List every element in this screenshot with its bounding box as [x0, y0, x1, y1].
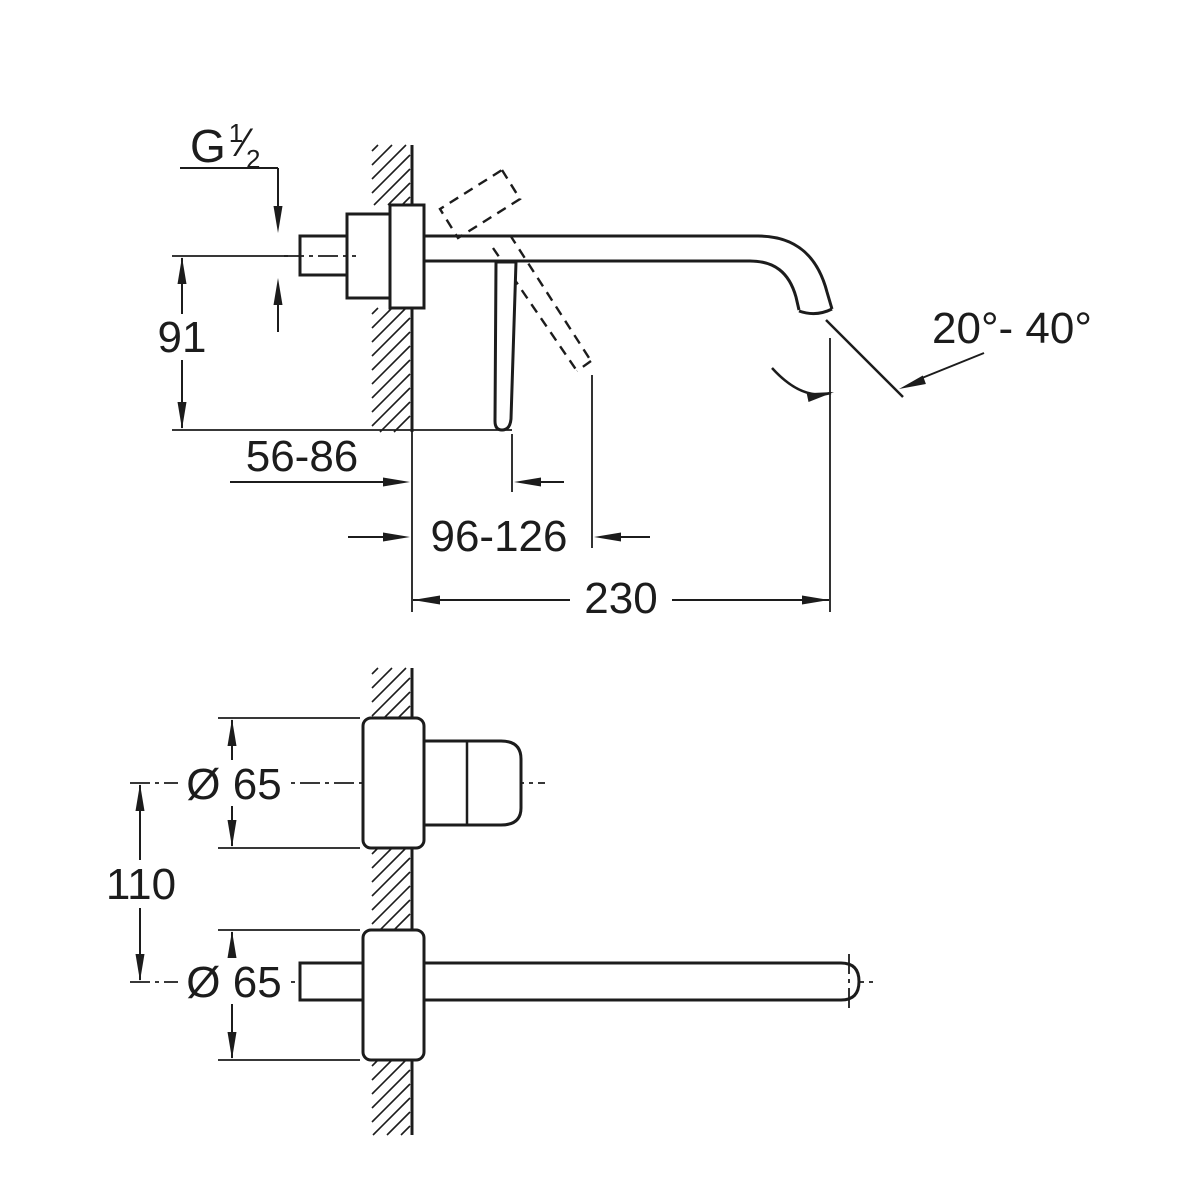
spout-escutcheon [361, 928, 426, 1062]
angle-leader-line [916, 352, 985, 381]
spout-length-label: 230 [584, 574, 657, 623]
stream-angle-indicator [771, 319, 904, 398]
center-distance-label: 110 [106, 860, 176, 909]
spout-angle-range-label: 20°- 40° [932, 304, 1092, 353]
spout-outlet-face [798, 307, 833, 316]
side-view [284, 168, 904, 432]
wall-hatching [371, 144, 411, 1136]
spout-outer-profile [424, 234, 834, 310]
spout-tube-plan [422, 961, 861, 1002]
spout-escutcheon-diameter-label: Ø 65 [186, 958, 281, 1007]
extension-lines [172, 167, 831, 1061]
dimension-lines [139, 168, 985, 1058]
handle-escutcheon [361, 716, 426, 850]
wall-escutcheon-side [388, 203, 426, 310]
body-depth-range-label: 56-86 [246, 432, 359, 481]
plan-view [130, 716, 878, 1062]
spout-inner-profile [424, 259, 801, 311]
stream-direction-line [825, 319, 904, 398]
swivel-arc [771, 367, 832, 396]
dimension-arrows [135, 206, 926, 1059]
handle-lever [493, 260, 518, 432]
lever-reach-range-label: 96-126 [430, 512, 567, 561]
handle-escutcheon-diameter-label: Ø 65 [186, 760, 281, 809]
inlet-height-label: 91 [158, 313, 207, 362]
handle-knob [422, 739, 523, 827]
spout [424, 234, 834, 316]
label-backings [96, 314, 672, 1004]
spout-inlet-connector [298, 961, 365, 1002]
